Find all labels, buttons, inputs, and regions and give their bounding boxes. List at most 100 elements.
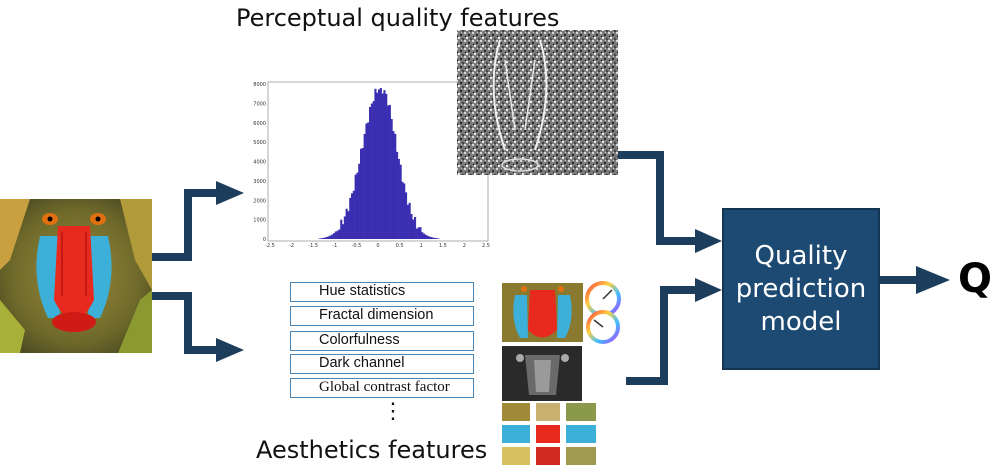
- histogram-bar: [403, 183, 406, 239]
- histogram-bar: [397, 158, 400, 239]
- arrow-aesthetics-to-model: [626, 286, 697, 385]
- histogram-x-tick-label: 1: [420, 243, 423, 249]
- histogram-bar: [324, 237, 327, 239]
- histogram-bar: [406, 204, 409, 239]
- histogram-bar: [374, 88, 377, 239]
- arrow-to-aesthetics: [152, 292, 218, 354]
- histogram-bar: [342, 224, 345, 239]
- histogram-bar: [345, 208, 348, 239]
- histogram-bar: [419, 227, 422, 239]
- histogram-x-tick-label: 0.5: [396, 243, 404, 249]
- histogram-bar: [410, 213, 413, 239]
- histogram-y-tick-label: 4000: [253, 160, 266, 166]
- histogram-bar: [336, 230, 339, 239]
- histogram-y-tick-label: 3000: [253, 179, 266, 185]
- histogram-bar: [408, 202, 411, 239]
- histogram-bar: [379, 88, 382, 239]
- input-baboon-image: [0, 199, 152, 353]
- histogram-bar: [349, 197, 352, 239]
- histogram-bar: [356, 172, 359, 239]
- histogram-x-tick-label: 1.5: [439, 243, 447, 249]
- histogram-bar: [334, 231, 337, 239]
- histogram-bar: [390, 119, 393, 239]
- histogram-bar: [322, 237, 325, 239]
- histogram-bar: [417, 227, 420, 239]
- histogram-y-tick-label: 5000: [253, 140, 266, 146]
- histogram-bar: [372, 101, 375, 239]
- histogram-bar: [433, 237, 436, 239]
- aesthetic-baboon-thumbnail: [502, 283, 583, 342]
- histogram-bar: [424, 234, 427, 239]
- histogram-x-tick-label: 0: [376, 243, 379, 249]
- connector-arrows: [152, 151, 918, 385]
- histogram-bar: [325, 237, 328, 239]
- histogram-x-tick-label: -2: [289, 243, 294, 249]
- histogram-x-tick-label: 2.5: [482, 243, 490, 249]
- histogram-bar: [412, 219, 415, 239]
- histogram-bar: [385, 93, 388, 239]
- histogram-bars: [318, 88, 440, 240]
- model-label-line1: Quality: [754, 240, 848, 271]
- histogram-bar: [354, 174, 357, 239]
- histogram-bar: [378, 89, 381, 240]
- arrow-to-perceptual: [152, 189, 218, 261]
- histogram-y-tick-label: 2000: [253, 198, 266, 204]
- histogram-bar: [423, 233, 426, 239]
- output-q-label: Q: [958, 256, 993, 302]
- histogram-y-tick-label: 6000: [253, 121, 266, 127]
- perceptual-feature-map: [457, 30, 618, 175]
- histogram-x-tick-label: -1: [332, 243, 337, 249]
- histogram-bar: [333, 233, 336, 239]
- histogram-x-tick-label: -0.5: [352, 243, 362, 249]
- histogram-bar: [361, 147, 364, 239]
- histogram-bar: [347, 211, 350, 239]
- histogram-bar: [318, 238, 321, 239]
- feature-global-contrast-factor: Global contrast factor: [290, 378, 474, 398]
- contrast-patch-grid: [502, 403, 596, 465]
- histogram-bar: [428, 236, 431, 239]
- histogram-bar: [358, 163, 361, 239]
- histogram-bar: [320, 238, 323, 239]
- histogram-x-tick-label: 2: [463, 243, 466, 249]
- histogram-bar: [351, 193, 354, 239]
- histogram-bar: [392, 131, 395, 239]
- histogram-bar: [365, 123, 368, 239]
- feature-colorfulness: Colorfulness: [290, 331, 474, 351]
- feature-dark-channel: Dark channel: [290, 354, 474, 374]
- histogram-bar: [343, 216, 346, 239]
- histogram-bar: [367, 122, 370, 239]
- histogram-bar: [405, 192, 408, 239]
- histogram-bar: [388, 104, 391, 239]
- histogram-bar: [387, 105, 390, 240]
- histogram-bar: [381, 93, 384, 240]
- feature-ellipsis: ⋮: [382, 398, 404, 423]
- histogram-bar: [352, 190, 355, 239]
- histogram-bar: [369, 106, 372, 239]
- histogram-bar: [338, 229, 341, 239]
- hue-wheel-icon-2: [586, 310, 620, 344]
- histogram-bar: [430, 237, 433, 239]
- histogram-bar: [399, 164, 402, 239]
- histogram-bar: [370, 103, 373, 239]
- histogram-bar: [432, 237, 435, 239]
- feature-hue-statistics: Hue statistics: [290, 282, 474, 302]
- histogram-bar: [437, 238, 440, 239]
- histogram-bar: [426, 235, 429, 239]
- arrow-perceptual-to-model: [618, 151, 697, 245]
- histogram-bar: [383, 90, 386, 239]
- quality-prediction-model-box: Quality prediction model: [722, 208, 880, 370]
- arrowheads: [216, 181, 950, 362]
- histogram-bar: [435, 238, 438, 239]
- histogram-y-tick-label: 7000: [253, 101, 266, 107]
- histogram-bar: [401, 181, 404, 239]
- histogram-bar: [376, 92, 379, 239]
- histogram-x-tick-label: -1.5: [308, 243, 318, 249]
- histogram-bar: [415, 228, 418, 239]
- histogram-bar: [360, 148, 363, 239]
- histogram-y-tick-label: 1000: [253, 218, 266, 224]
- histogram-y-tick-label: 8000: [253, 82, 266, 88]
